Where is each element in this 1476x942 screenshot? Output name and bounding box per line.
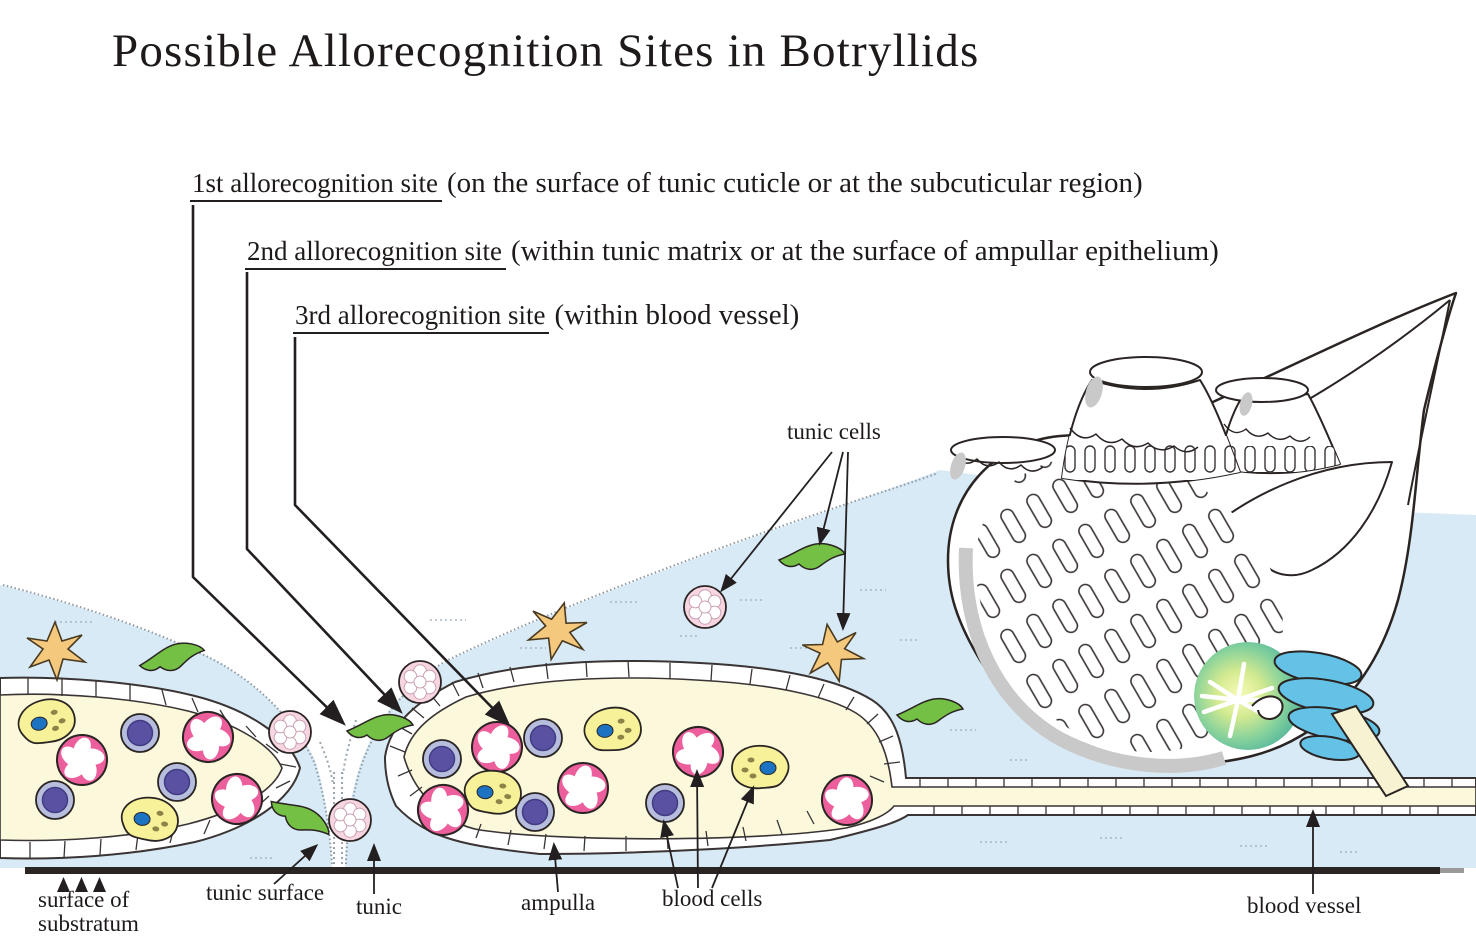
right-tunic-surface-stipple (345, 472, 939, 865)
blood-cell-amoebocyte (731, 744, 790, 790)
tunic-label: tunic (356, 894, 402, 919)
blood-cell-purple (120, 713, 160, 753)
blood-cell-morula (56, 733, 108, 786)
tunic-surface-label: tunic surface (206, 880, 325, 905)
tunic-cell-morula (683, 585, 727, 629)
blood-cells-arrows (660, 769, 755, 889)
zooid-illustration (946, 291, 1458, 773)
tunic-cell-morula (398, 660, 442, 704)
site-3-label: 3rd allorecognition site(within blood ve… (293, 299, 800, 334)
substratum-triangles (57, 877, 106, 892)
oral-siphon-collar (950, 436, 1056, 480)
blood-cell-purple (523, 718, 563, 758)
blood-cell-morula (557, 761, 609, 814)
site-1-arrow (191, 205, 346, 726)
site-3-name: 3rd allorecognition site (293, 300, 550, 334)
blood-cell-purple (35, 780, 75, 820)
site-3-description: (within blood vessel) (554, 299, 800, 331)
organ-green (1194, 642, 1302, 750)
substratum-line (25, 867, 1464, 874)
site-2-arrow (245, 272, 403, 714)
ampulla-label: ampulla (521, 890, 596, 915)
blood-cells-label: blood cells (662, 886, 763, 911)
surface-of-substratum-label: surface of substratum (38, 887, 139, 937)
blood-cell-purple (157, 762, 197, 802)
site-1-description: (on the surface of tunic cuticle or at t… (446, 167, 1143, 199)
ampulla-arrow (548, 842, 563, 893)
blood-vessel-label: blood vessel (1247, 893, 1362, 918)
site-1-name: 1st allorecognition site (190, 168, 442, 202)
blood-cell-purple (515, 792, 555, 832)
background-siphon-center (1061, 356, 1241, 485)
tunic-cells-arrows (720, 451, 851, 631)
tunic-surface-arrow (273, 843, 319, 885)
vascular-stalk (1330, 704, 1410, 798)
site-2-label: 2nd allorecognition site(within tunic ma… (245, 235, 1219, 270)
tunic-cell-morula (328, 798, 372, 842)
site-2-description: (within tunic matrix or at the surface o… (510, 235, 1219, 267)
tunic-cell-morula (268, 710, 312, 754)
site-2-name: 2nd allorecognition site (245, 236, 506, 270)
site-3-arrow (293, 337, 511, 727)
site-1-label: 1st allorecognition site(on the surface … (190, 167, 1143, 202)
gray-band (958, 547, 1227, 773)
blood-cell-purple (645, 783, 685, 823)
diagram-title: Possible Allorecognition Sites in Botryl… (112, 25, 980, 77)
tunic-cells-label: tunic cells (787, 419, 881, 444)
blood-cell-purple (422, 739, 462, 779)
